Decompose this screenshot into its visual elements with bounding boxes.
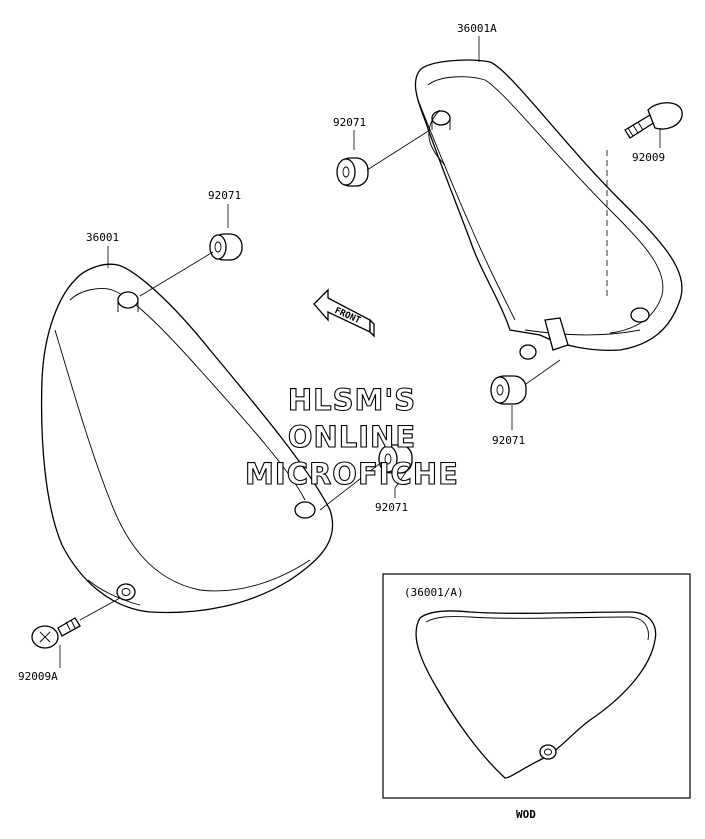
inset-title: (36001/A)	[404, 586, 464, 599]
label-grommet-top-left: 92071	[208, 189, 241, 202]
bolt-right[interactable]	[624, 102, 683, 139]
label-grommet-bottom-right: 92071	[492, 434, 525, 447]
grommet-middle[interactable]	[378, 444, 413, 474]
watermark-line-2: ONLINE	[288, 420, 416, 454]
watermark-line-1: HLSM'S	[288, 383, 416, 417]
front-arrow: FRONT	[313, 288, 375, 338]
leader-lines	[59, 36, 661, 668]
label-cover-right: 36001A	[457, 22, 497, 35]
grommet-top-right[interactable]	[336, 157, 369, 187]
inset-caption: WOD	[516, 808, 536, 821]
label-grommet-top-right: 92071	[333, 116, 366, 129]
inset-side-cover	[415, 610, 657, 779]
watermark: HLSM'S ONLINE MICROFICHE	[245, 382, 459, 491]
grommet-top-left[interactable]	[209, 233, 243, 261]
inset-box: (36001/A)	[382, 573, 691, 799]
label-bolt-left: 92009A	[18, 670, 58, 683]
label-grommet-middle: 92071	[375, 501, 408, 514]
bolt-left[interactable]	[31, 617, 81, 649]
label-bolt-right: 92009	[632, 151, 665, 164]
side-cover-right[interactable]	[414, 59, 683, 360]
watermark-line-3: MICROFICHE	[245, 457, 459, 491]
label-cover-left: 36001	[86, 231, 119, 244]
grommet-bottom-right[interactable]	[490, 375, 527, 405]
side-cover-left[interactable]	[40, 263, 334, 614]
